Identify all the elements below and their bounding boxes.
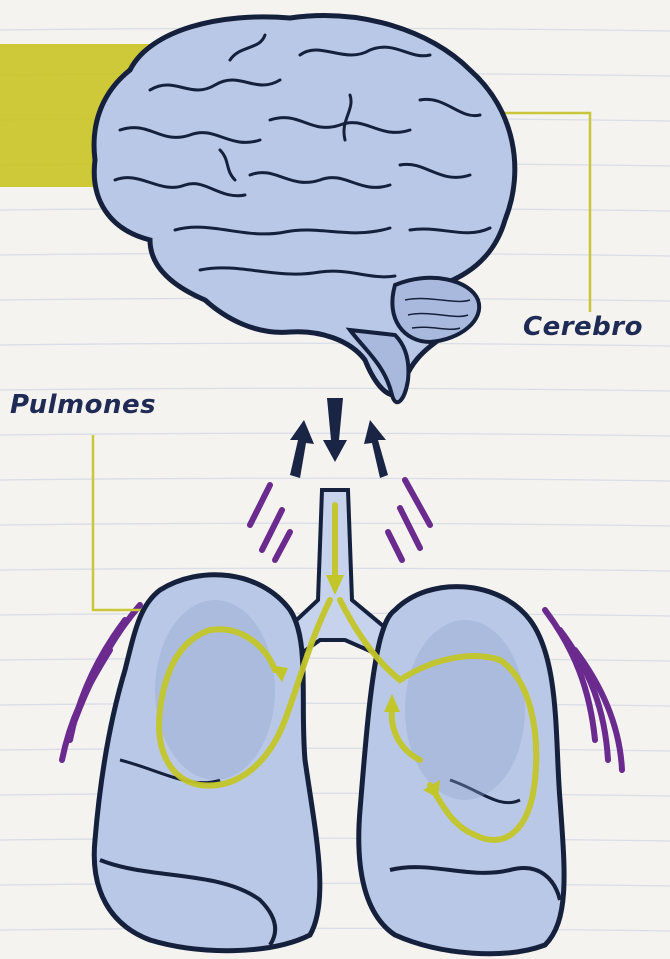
brain-label: Cerebro <box>523 312 643 342</box>
lungs-label: Pulmones <box>10 390 156 420</box>
brain-icon <box>94 16 515 403</box>
signal-arrows <box>290 398 388 478</box>
